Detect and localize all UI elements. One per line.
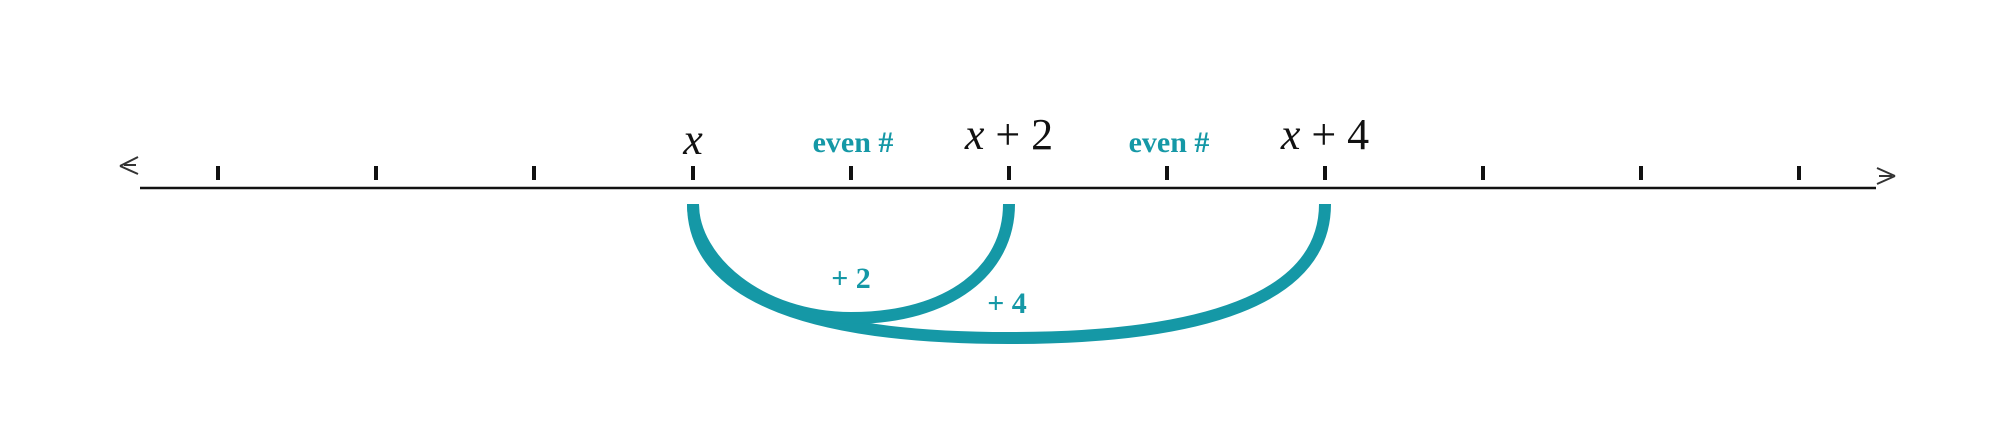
label-even-1: even # — [812, 126, 894, 159]
arc-label-plus-2: + 2 — [831, 262, 871, 295]
label-x-plus-4-rest: + 4 — [1300, 110, 1370, 159]
label-x-plus-2: x + 2 — [965, 113, 1053, 157]
label-x-plus-4: x + 4 — [1281, 113, 1369, 157]
tick-marks — [216, 166, 1801, 180]
label-even-2: even # — [1128, 126, 1210, 159]
arc-plus-2 — [687, 203, 1015, 325]
arc-label-plus-4: + 4 — [987, 287, 1027, 320]
label-x: x — [683, 118, 703, 162]
right-arrow-icon — [1876, 167, 1896, 185]
label-x-var: x — [683, 115, 703, 164]
label-x-plus-2-var: x — [964, 110, 985, 159]
left-arrow-icon — [119, 156, 139, 175]
label-x-plus-4-var: x — [1280, 110, 1301, 159]
label-x-plus-2-rest: + 2 — [984, 110, 1054, 159]
